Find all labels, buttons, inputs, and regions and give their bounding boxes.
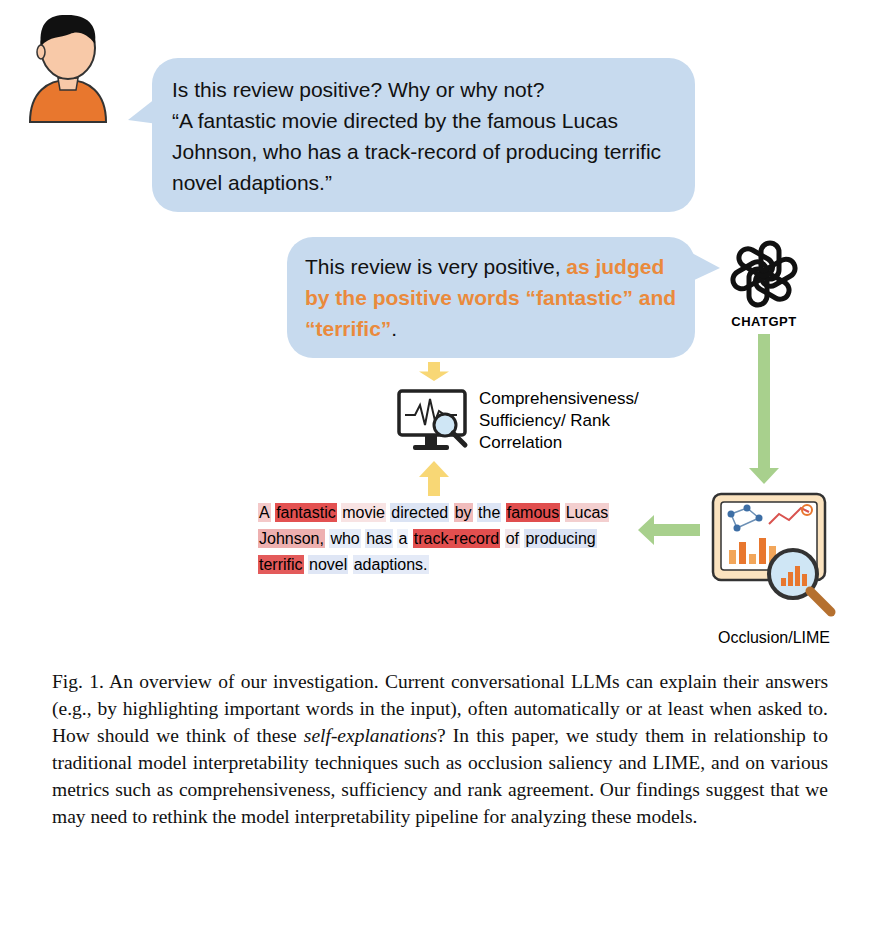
analysis-tool-icon xyxy=(707,488,841,622)
saliency-word: A xyxy=(258,503,271,522)
reply-text: . xyxy=(391,317,397,340)
saliency-text: A fantastic movie directed by the famous… xyxy=(258,500,634,578)
saliency-word: terrific xyxy=(258,555,304,574)
block-arrow xyxy=(419,461,449,496)
saliency-word: adaptions. xyxy=(353,555,429,574)
emphasis: self-explanations xyxy=(304,725,437,746)
figure-caption: Fig. 1. An overview of our investigation… xyxy=(52,668,828,830)
chatgpt-icon: CHATGPT xyxy=(716,238,812,330)
node-label: Occlusion/LIME xyxy=(704,628,844,648)
saliency-word: track-record xyxy=(413,529,500,548)
metrics-monitor: Comprehensiveness/ Sufficiency/ Rank Cor… xyxy=(395,385,660,457)
saliency-word: has xyxy=(365,529,393,548)
saliency-word: a xyxy=(397,529,408,548)
saliency-word: Lucas xyxy=(565,503,610,522)
question-text: Is this review positive? Why or why not? xyxy=(172,74,675,105)
highlighted-sentence: A fantastic movie directed by the famous… xyxy=(258,500,634,578)
node-label: Comprehensiveness/ Sufficiency/ Rank Cor… xyxy=(479,388,660,454)
speech-bubble: Is this review positive? Why or why not?… xyxy=(152,58,695,212)
saliency-word: by xyxy=(454,503,473,522)
reply-text: This review is very positive, xyxy=(305,255,561,278)
review-quote: “A fantastic movie directed by the famou… xyxy=(172,105,675,198)
saliency-word: who xyxy=(329,529,360,548)
monitor-icon xyxy=(395,385,473,457)
saliency-tool-icon: Occlusion/LIME xyxy=(704,488,844,648)
saliency-word: Johnson, xyxy=(258,529,325,548)
saliency-word: producing xyxy=(524,529,596,548)
chatgpt-logo xyxy=(728,238,800,310)
block-arrow xyxy=(749,334,779,484)
saliency-word: novel xyxy=(308,555,348,574)
saliency-word: movie xyxy=(341,503,386,522)
saliency-word: directed xyxy=(390,503,449,522)
saliency-word: of xyxy=(505,529,520,548)
node-label: CHATGPT xyxy=(716,314,812,330)
block-arrow xyxy=(638,515,700,545)
block-arrow xyxy=(419,362,449,381)
person-icon xyxy=(30,15,106,122)
saliency-word: the xyxy=(477,503,501,522)
saliency-word: fantastic xyxy=(275,503,337,522)
speech-bubble: This review is very positive,as judged b… xyxy=(287,237,695,358)
saliency-word: famous xyxy=(506,503,560,522)
